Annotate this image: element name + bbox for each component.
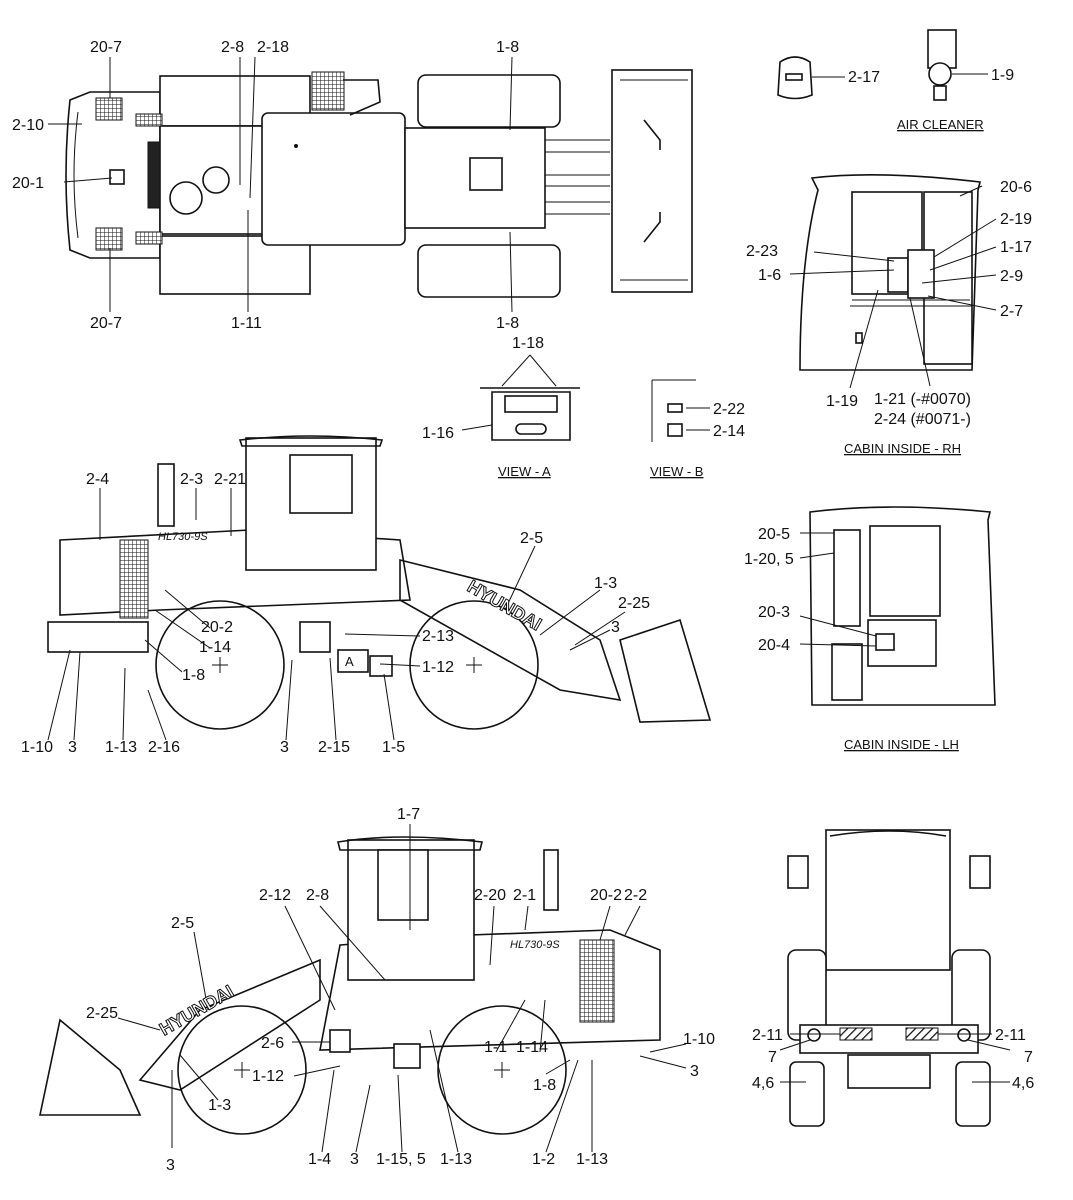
view-a-drawing — [461, 354, 580, 441]
label-2-2: 2-2 — [624, 887, 647, 904]
label-2-25-right: 2-25 — [618, 595, 650, 612]
label-7-left: 7 — [768, 1049, 777, 1066]
label-2-1: 2-1 — [513, 887, 536, 904]
caption-cabin-inside-lh: CABIN INSIDE - LH — [844, 737, 959, 752]
rear-view-drawing — [779, 829, 1011, 1127]
label-1-11: 1-11 — [231, 315, 262, 332]
label-1-18: 1-18 — [512, 335, 544, 352]
label-20-6: 20-6 — [1000, 179, 1032, 196]
label-2-11-left: 2-11 — [752, 1027, 783, 1044]
label-1-8-top: 1-8 — [496, 39, 519, 56]
label-1-4: 1-4 — [308, 1151, 331, 1168]
label-2-14: 2-14 — [713, 423, 745, 440]
label-2-10: 2-10 — [12, 117, 44, 134]
label-1-13-right: 1-13 — [105, 739, 137, 756]
label-20-3: 20-3 — [758, 604, 790, 621]
label-3-left-b: 3 — [166, 1157, 175, 1174]
label-1-12-left: 1-12 — [252, 1068, 284, 1085]
label-3-left-a: 3 — [690, 1063, 699, 1080]
label-1-7: 1-7 — [397, 806, 420, 823]
label-3-right-b: 3 — [68, 739, 77, 756]
label-1-2: 1-2 — [532, 1151, 555, 1168]
label-4-6-right: 4,6 — [1012, 1075, 1034, 1092]
label-2-6: 2-6 — [261, 1035, 284, 1052]
label-1-10-right: 1-10 — [21, 739, 53, 756]
label-2-4: 2-4 — [86, 471, 109, 488]
top-view-leaders — [48, 56, 513, 313]
cabin-rh-drawing — [789, 174, 997, 389]
label-20-7-top: 20-7 — [90, 39, 122, 56]
label-2-24: 2-24 (#0071-) — [874, 411, 971, 428]
cabin-lh-drawing — [799, 506, 996, 706]
label-1-14-right: 1-14 — [199, 639, 231, 656]
view-a-marker: A — [345, 654, 354, 669]
label-3-right-c: 3 — [280, 739, 289, 756]
label-1-3-left: 1-3 — [208, 1097, 231, 1114]
label-1-6: 1-6 — [758, 267, 781, 284]
label-2-18: 2-18 — [257, 39, 289, 56]
side-right-leaders — [47, 488, 626, 741]
caption-air-cleaner: AIR CLEANER — [897, 117, 984, 132]
label-1-10-left: 1-10 — [683, 1031, 715, 1048]
top-view-drawing — [65, 69, 693, 298]
label-2-15: 2-15 — [318, 739, 350, 756]
label-1-21: 1-21 (-#0070) — [874, 391, 971, 408]
label-2-21: 2-21 — [214, 471, 246, 488]
label-2-13: 2-13 — [422, 628, 454, 645]
side-left-leaders — [117, 824, 687, 1153]
label-20-5: 20-5 — [758, 526, 790, 543]
label-1-8-left: 1-8 — [533, 1077, 556, 1094]
label-1-19: 1-19 — [826, 393, 858, 410]
label-1-3-right: 1-3 — [594, 575, 617, 592]
label-1-12-right: 1-12 — [422, 659, 454, 676]
label-2-16: 2-16 — [148, 739, 180, 756]
label-20-4: 20-4 — [758, 637, 790, 654]
model-decal-left: HL730-9S — [510, 939, 560, 951]
label-2-25-left: 2-25 — [86, 1005, 118, 1022]
label-2-23: 2-23 — [746, 243, 778, 260]
label-20-2-right: 20-2 — [201, 619, 233, 636]
label-1-20-5: 1-20, 5 — [744, 551, 794, 568]
label-2-12: 2-12 — [259, 887, 291, 904]
label-2-3: 2-3 — [180, 471, 203, 488]
model-decal-right: HL730-9S — [158, 531, 208, 543]
label-20-1: 20-1 — [12, 175, 44, 192]
label-1-1: 1-1 — [484, 1039, 507, 1056]
label-1-14-left: 1-14 — [516, 1039, 548, 1056]
label-1-8-bottom: 1-8 — [496, 315, 519, 332]
air-cleaner-drawing — [777, 29, 988, 101]
label-2-5-left: 2-5 — [171, 915, 194, 932]
label-2-8-top: 2-8 — [221, 39, 244, 56]
caption-view-b: VIEW - B — [650, 464, 703, 479]
label-2-9: 2-9 — [1000, 268, 1023, 285]
caption-view-a: VIEW - A — [498, 464, 551, 479]
label-7-right: 7 — [1024, 1049, 1033, 1066]
label-4-6-left: 4,6 — [752, 1075, 774, 1092]
label-2-11-right: 2-11 — [995, 1027, 1026, 1044]
label-1-15-5: 1-15, 5 — [376, 1151, 426, 1168]
label-2-22: 2-22 — [713, 401, 745, 418]
label-2-20: 2-20 — [474, 887, 506, 904]
label-20-2-left: 20-2 — [590, 887, 622, 904]
label-1-5: 1-5 — [382, 739, 405, 756]
label-20-7-bottom: 20-7 — [90, 315, 122, 332]
label-1-13-left-a: 1-13 — [440, 1151, 472, 1168]
label-1-16: 1-16 — [422, 425, 454, 442]
label-1-13-left-b: 1-13 — [576, 1151, 608, 1168]
label-3-left-c: 3 — [350, 1151, 359, 1168]
label-2-7: 2-7 — [1000, 303, 1023, 320]
label-1-17: 1-17 — [1000, 239, 1032, 256]
label-1-9: 1-9 — [991, 67, 1014, 84]
view-b-drawing — [651, 379, 710, 442]
label-2-8-left: 2-8 — [306, 887, 329, 904]
side-left-drawing — [39, 836, 661, 1135]
label-2-19: 2-19 — [1000, 211, 1032, 228]
label-2-5-right: 2-5 — [520, 530, 543, 547]
label-1-8-right: 1-8 — [182, 667, 205, 684]
caption-cabin-inside-rh: CABIN INSIDE - RH — [844, 441, 961, 456]
label-3-right-a: 3 — [611, 619, 620, 636]
label-2-17: 2-17 — [848, 69, 880, 86]
